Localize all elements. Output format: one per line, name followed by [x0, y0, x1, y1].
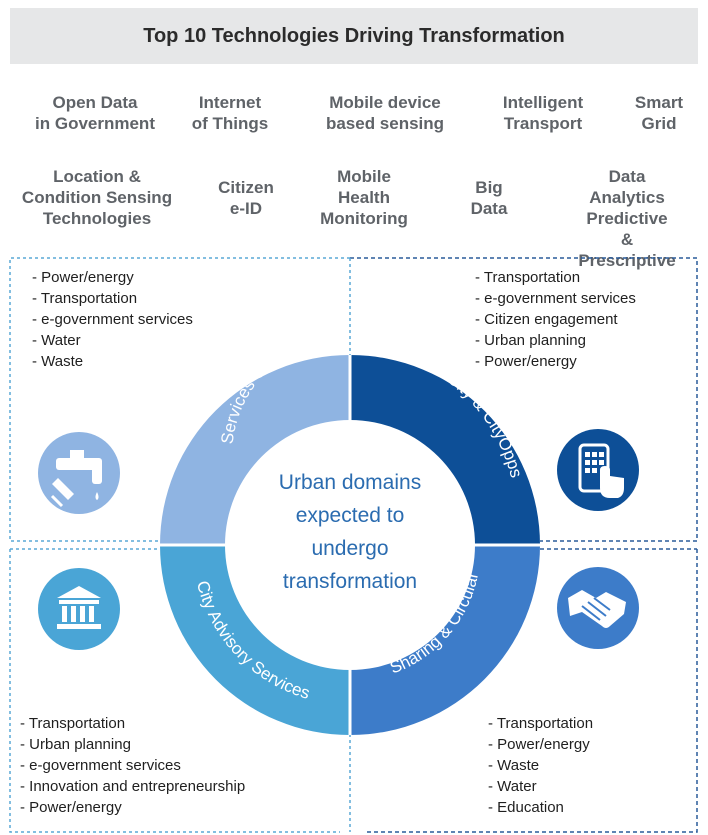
- tech-smart-grid: Smart Grid: [634, 93, 684, 133]
- segment-city-advisory: [160, 545, 350, 735]
- segment-sharing-circular: [350, 545, 540, 735]
- list-sharing-circular: Transportation Power/energy Waste Water …: [488, 713, 593, 818]
- frame-bottom-left: [9, 549, 340, 833]
- tech-mobile-sensing: Mobile device based sensing: [325, 93, 445, 133]
- list-item: Waste: [32, 351, 193, 372]
- list-item: Urban planning: [475, 330, 636, 351]
- list-item: Power/energy: [32, 267, 193, 288]
- frame-top-left: [9, 257, 350, 542]
- list-item: Urban planning: [20, 734, 245, 755]
- list-item: Waste: [488, 755, 593, 776]
- list-item: Transportation: [488, 713, 593, 734]
- center-text: Urban domains expected to undergo transf…: [279, 471, 421, 593]
- tech-open-data: Open Data in Government: [35, 93, 155, 133]
- list-item: Power/energy: [475, 351, 636, 372]
- list-item: Transportation: [32, 288, 193, 309]
- tech-iot: Internet of Things: [191, 93, 269, 133]
- tech-location-sensing: Location & Condition Sensing Technologie…: [21, 167, 173, 228]
- domain-ring: [160, 355, 540, 735]
- government-building-icon: [38, 568, 120, 650]
- center-line-3: undergo: [311, 537, 388, 560]
- list-item: Innovation and entrepreneurship: [20, 776, 245, 797]
- title-bar: Top 10 Technologies Driving Transformati…: [10, 8, 698, 64]
- center-line-2: expected to: [296, 504, 405, 527]
- list-innovative-public: Power/energy Transportation e-government…: [32, 267, 193, 372]
- list-item: e-government services: [475, 288, 636, 309]
- segment-integrated-city: [350, 355, 540, 545]
- center-line-1: Urban domains: [279, 471, 421, 494]
- segment-innovative-public: [160, 355, 350, 545]
- tech-citizen-eid: Citizen e-ID: [218, 178, 274, 218]
- center-line-4: transformation: [283, 570, 417, 593]
- list-item: Citizen engagement: [475, 309, 636, 330]
- tech-big-data: Big Data: [470, 178, 508, 218]
- list-item: Water: [32, 330, 193, 351]
- list-item: e-government services: [20, 755, 245, 776]
- list-item: Education: [488, 797, 593, 818]
- list-item: Transportation: [475, 267, 636, 288]
- frame-bottom-right: [364, 549, 698, 833]
- list-item: Power/energy: [488, 734, 593, 755]
- tech-intelligent-transport: Intelligent Transport: [502, 93, 584, 133]
- frame-top-right: [350, 257, 698, 542]
- list-item: Water: [488, 776, 593, 797]
- tech-data-analytics: Data Analytics Predictive & Prescriptive: [578, 167, 676, 270]
- diagram-title: Top 10 Technologies Driving Transformati…: [143, 24, 565, 47]
- list-integrated-city: Transportation e-government services Cit…: [475, 267, 636, 372]
- list-city-advisory: Transportation Urban planning e-governme…: [20, 713, 245, 818]
- handshake-icon: [557, 567, 639, 649]
- list-item: e-government services: [32, 309, 193, 330]
- tech-mobile-health: Mobile Health Monitoring: [320, 167, 408, 228]
- list-item: Power/energy: [20, 797, 245, 818]
- smartphone-touch-icon: [557, 429, 639, 511]
- faucet-plug-icon: [38, 432, 120, 514]
- quadrant-frames: [9, 257, 698, 833]
- list-item: Transportation: [20, 713, 245, 734]
